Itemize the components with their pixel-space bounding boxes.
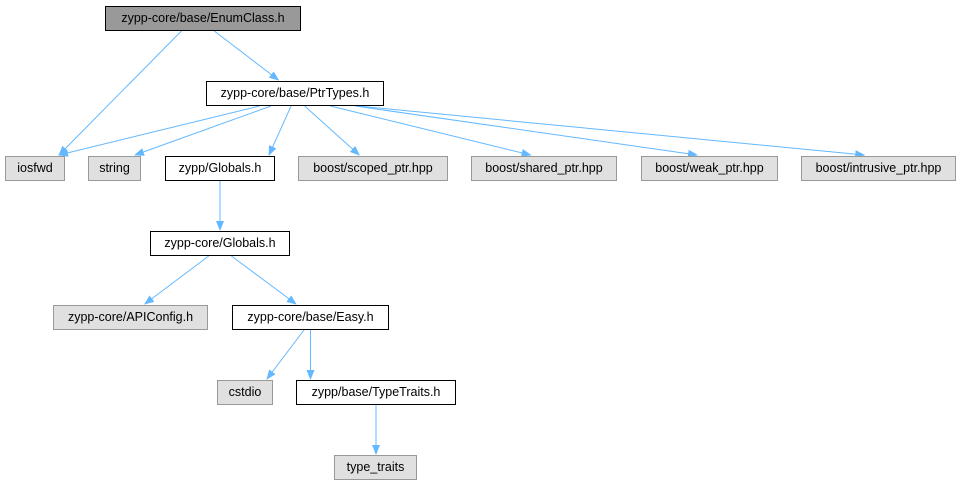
edge-ptrtypes-to-shared_ptr bbox=[330, 105, 532, 157]
node-easy-h[interactable]: zypp-core/base/Easy.h bbox=[232, 305, 389, 330]
node-iosfwd[interactable]: iosfwd bbox=[5, 156, 65, 181]
edge-root-to-iosfwd bbox=[58, 30, 182, 156]
edge-core_globals-to-apiconfig bbox=[144, 255, 210, 305]
node-zypp-globals-h[interactable]: zypp/Globals.h bbox=[165, 156, 275, 181]
node-cstdio[interactable]: cstdio bbox=[217, 380, 273, 405]
node-zypp-core-globals-h[interactable]: zypp-core/Globals.h bbox=[150, 231, 290, 256]
node-enumclass-h[interactable]: zypp-core/base/EnumClass.h bbox=[105, 6, 301, 31]
node-boost-scoped-ptr[interactable]: boost/scoped_ptr.hpp bbox=[298, 156, 448, 181]
edge-ptrtypes-to-iosfwd bbox=[58, 105, 260, 157]
node-boost-shared-ptr[interactable]: boost/shared_ptr.hpp bbox=[471, 156, 617, 181]
node-typetraits-h[interactable]: zypp/base/TypeTraits.h bbox=[296, 380, 456, 405]
node-boost-intrusive-ptr[interactable]: boost/intrusive_ptr.hpp bbox=[801, 156, 956, 181]
node-boost-weak-ptr[interactable]: boost/weak_ptr.hpp bbox=[641, 156, 778, 181]
edge-ptrtypes-to-zypp_globals bbox=[268, 105, 292, 156]
edge-ptrtypes-to-scoped_ptr bbox=[304, 105, 360, 156]
node-string[interactable]: string bbox=[88, 156, 141, 181]
edge-ptrtypes-to-intrusive_ptr bbox=[357, 105, 866, 159]
edge-core_globals-to-easy bbox=[231, 255, 297, 305]
edge-easy-to-cstdio bbox=[266, 329, 305, 380]
edge-ptrtypes-to-weak_ptr bbox=[355, 105, 698, 158]
edge-ptrtypes-to-string bbox=[134, 105, 272, 156]
node-type-traits[interactable]: type_traits bbox=[334, 455, 417, 480]
node-apiconfig-h[interactable]: zypp-core/APIConfig.h bbox=[53, 305, 208, 330]
node-ptrtypes-h[interactable]: zypp-core/base/PtrTypes.h bbox=[206, 81, 384, 106]
edge-root-to-ptrtypes bbox=[214, 30, 280, 81]
